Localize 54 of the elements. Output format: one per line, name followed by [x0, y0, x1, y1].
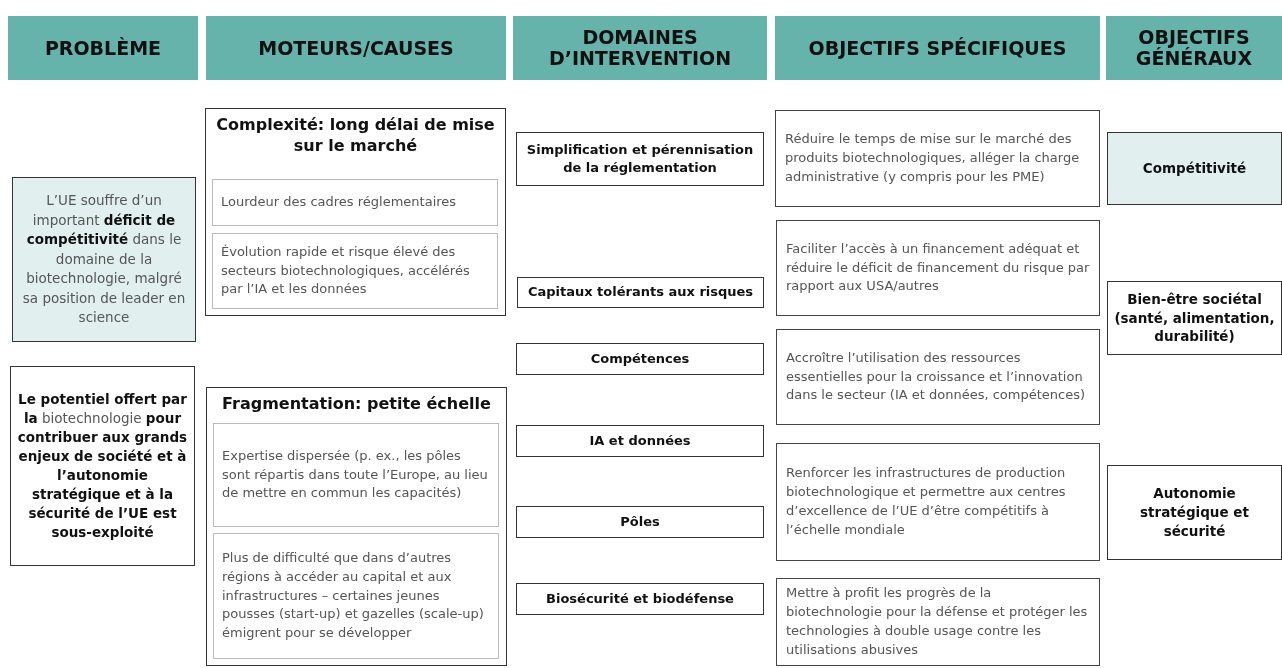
cause-box — [212, 233, 498, 309]
cause-box — [213, 533, 499, 659]
box-text: Évolution rapide et risque élevé des secteurs biotechnologiques, accélérés par l’IA et les données — [221, 242, 471, 299]
problem-box — [12, 177, 196, 342]
box-text: Simplification et pérennisation de la réglementation — [525, 140, 755, 177]
objective-box — [776, 329, 1100, 425]
header-text: OBJECTIFS GÉNÉRAUX — [1134, 27, 1254, 69]
box-text: Faciliter l’accès à un financement adéquat et réduire le déficit de financement du risque par rapport aux USA/autres — [786, 239, 1090, 296]
column-header — [206, 16, 506, 80]
box-text: L’UE souffre d’un important déficit de compétitivité dans le domaine de la biotechnologie, malgré sa position de leader en science — [21, 191, 187, 328]
cause-box — [213, 423, 499, 527]
header-text: MOTEURS/CAUSES — [258, 37, 454, 59]
box-text: Mettre à profit les progrès de la biotechnologie pour la défense et protéger les technologies à double usage contre les utilisations abusives — [786, 584, 1089, 659]
column-header — [1106, 16, 1282, 80]
intervention-box — [516, 506, 764, 538]
goal-box — [1107, 465, 1282, 560]
objective-box — [776, 578, 1100, 666]
group-heading: Fragmentation: petite échelle — [221, 394, 492, 415]
box-text: Renforcer les infrastructures de production biotechnologique et permettre aux centres d’excellence de l’UE d’être compétitifs à l’échelle mondiale — [786, 464, 1067, 539]
header-text: OBJECTIFS SPÉCIFIQUES — [808, 37, 1067, 59]
goal-box — [1107, 132, 1282, 205]
box-text: Compétitivité — [1142, 159, 1247, 178]
cause-group-box — [205, 108, 506, 316]
cause-group-box — [206, 387, 507, 666]
box-text: IA et données — [589, 431, 691, 450]
column-header — [513, 16, 767, 80]
objective-box — [776, 220, 1100, 316]
box-text: Autonomie stratégique et sécurité — [1139, 484, 1250, 541]
box-text: Lourdeur des cadres réglementaires — [221, 193, 458, 212]
box-text: Biosécurité et biodéfense — [546, 589, 734, 608]
column-header — [775, 16, 1100, 80]
objective-box — [775, 110, 1100, 207]
intervention-box — [516, 132, 764, 186]
header-text: PROBLÈME — [44, 37, 162, 59]
intervention-box — [516, 583, 764, 615]
box-text: Accroître l’utilisation des ressources essentielles pour la croissance et l’innovation dans le secteur (IA et données, compétences) — [786, 348, 1087, 405]
box-text: Plus de difficulté que dans d’autres régions à accéder au capital et aux infrastructures – certaines jeunes pousses (start-up) et gazelles (scale-up) émigrent pour se développer — [222, 548, 485, 643]
box-text: Réduire le temps de mise sur le marché des produits biotechnologiques, alléger la charge administrative (y compris pour les PME) — [785, 130, 1081, 186]
box-text: Capitaux tolérants aux risques — [527, 283, 754, 302]
problem-box — [10, 366, 195, 566]
goal-box — [1107, 281, 1282, 355]
intervention-box — [517, 277, 764, 308]
intervention-box — [516, 425, 764, 457]
column-header — [8, 16, 198, 80]
objective-box — [776, 443, 1100, 561]
box-text: Pôles — [620, 512, 660, 531]
header-text: DOMAINES D’INTERVENTION — [547, 27, 733, 69]
box-text: Expertise dispersée (p. ex., les pôles sont répartis dans toute l’Europe, au lieu de mettre en commun les capacités) — [222, 446, 489, 503]
box-text: Compétences — [590, 349, 690, 368]
group-heading: Complexité: long délai de mise sur le marché — [215, 115, 496, 157]
box-text: Bien-être sociétal (santé, alimentation, durabilité) — [1114, 289, 1275, 347]
cause-box — [212, 179, 498, 226]
intervention-box — [516, 343, 764, 375]
box-text: Le potentiel offert par la biotechnologie pour contribuer aux grands enjeux de société et à l’autonomie stratégique et à la sécurité de l’UE est sous-exploité — [17, 390, 188, 542]
